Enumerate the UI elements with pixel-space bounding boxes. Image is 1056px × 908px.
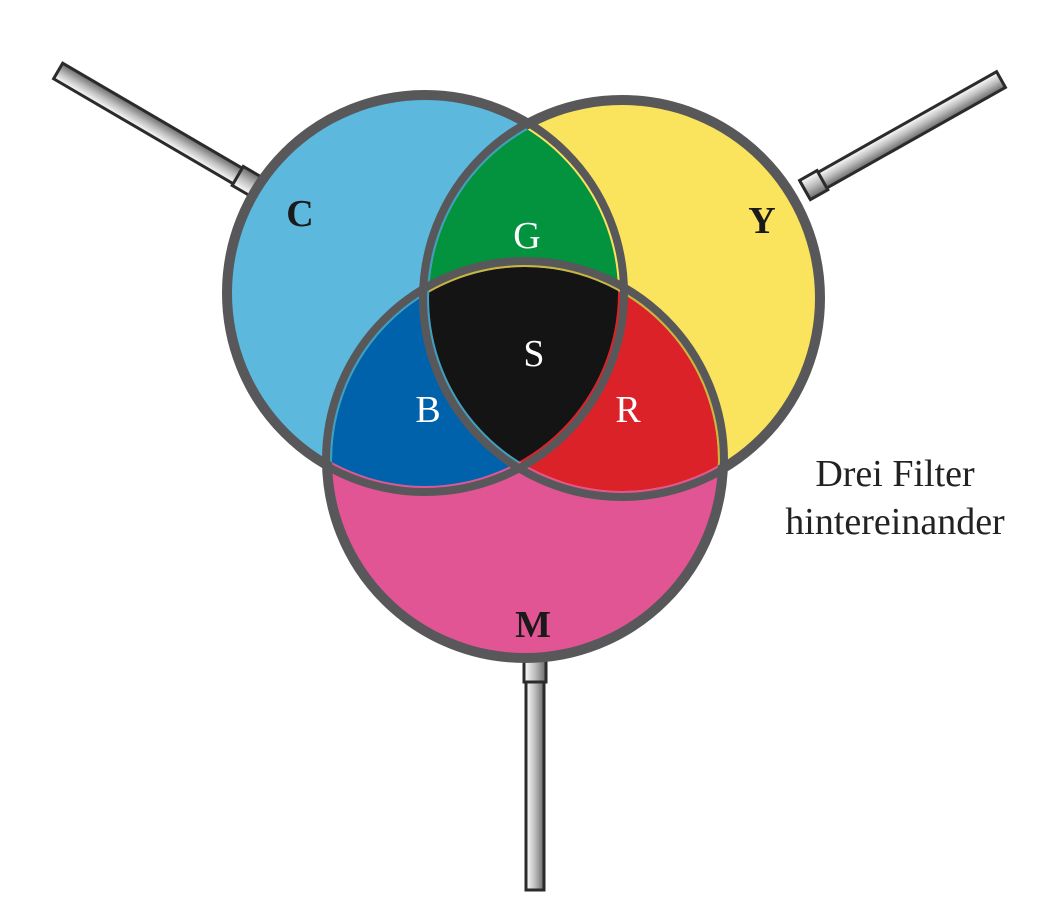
yellow-label: Y	[748, 200, 775, 242]
green-label: G	[513, 215, 540, 257]
red-overlap	[429, 267, 718, 491]
cyan-filter-outline	[222, 90, 628, 496]
caption-line-1: Drei Filter	[815, 453, 975, 495]
magenta-filter-outline	[322, 257, 728, 663]
yellow-filter-handle	[797, 69, 1008, 202]
red-label: R	[615, 389, 641, 431]
caption-line-2: hintereinander	[785, 501, 1005, 543]
black-label: S	[523, 333, 544, 375]
magenta-filter-handle	[522, 658, 548, 892]
yellow-filter-outline	[419, 95, 825, 501]
cyan-filter-handle	[51, 61, 263, 198]
caption: Drei Filter hintereinander	[760, 450, 1030, 546]
cyan-label: C	[286, 193, 313, 235]
magenta-label: M	[515, 604, 551, 646]
blue-label: B	[415, 389, 440, 431]
